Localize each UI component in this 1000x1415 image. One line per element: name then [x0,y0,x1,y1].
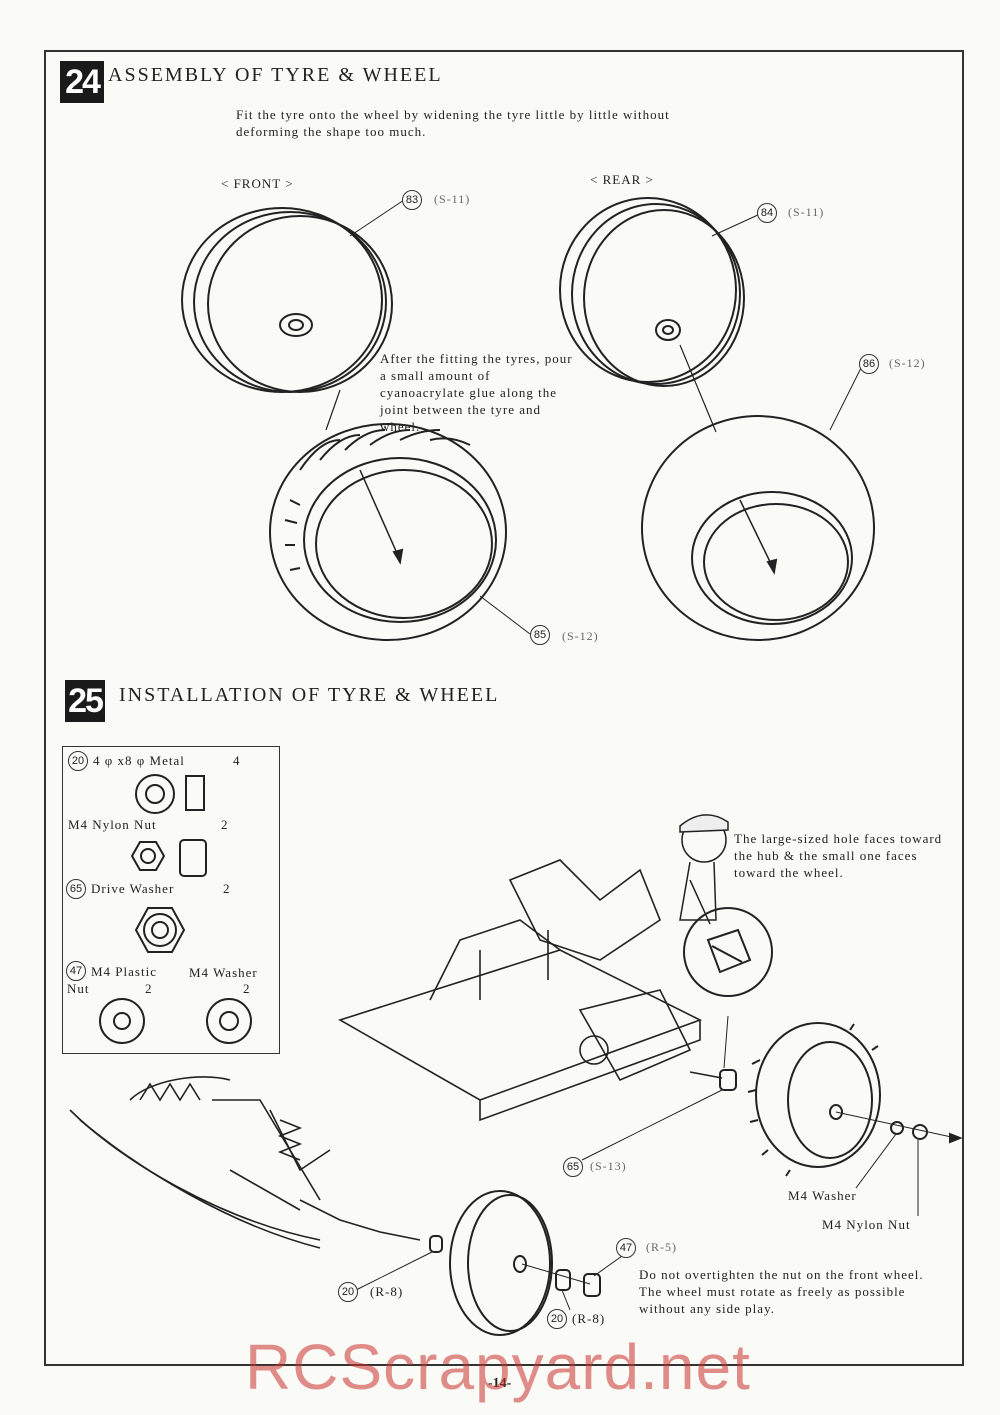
rear-wheel-drawing [559,197,745,387]
part-number-65: 65 [66,879,86,899]
part-ref-84: (S-11) [788,205,825,219]
part-number-20: 20 [68,751,88,771]
callout-20-left: 20 [338,1282,358,1302]
part-name-nylon-nut: M4 Nylon Nut [68,817,157,832]
callout-20-right-ref: (R-8) [572,1311,606,1326]
step-24-instruction: Fit the tyre onto the wheel by widening … [236,107,670,139]
callout-m4-washer: M4 Washer [788,1188,857,1203]
rear-tyre-drawing [641,344,875,641]
page-frame [44,50,964,1366]
part-qty-washer: 2 [243,981,251,996]
part-name-metal: 4 φ x8 φ Metal [93,753,185,768]
part-number-85: 85 [530,625,550,645]
part-ref-86: (S-12) [889,356,926,370]
part-ref-83: (S-11) [434,192,471,206]
binder-hole [950,924,962,946]
step-24-title: ASSEMBLY OF TYRE & WHEEL [108,64,443,86]
part-qty-metal: 4 [233,753,241,768]
part-name-washer: M4 Washer [189,965,258,980]
rear-label: < REAR > [590,172,654,187]
part-name-plastic-nut: M4 Plastic Nut [67,964,157,996]
step-24-number: 24 [60,61,104,103]
part-qty-plastic-nut: 2 [145,981,153,996]
step-25-number: 25 [65,680,105,722]
front-tyre-drawing [269,389,507,641]
part-number-86: 86 [859,354,879,374]
front-label: < FRONT > [221,176,294,191]
callout-47: 47 [616,1238,636,1258]
step-25-title: INSTALLATION OF TYRE & WHEEL [119,684,500,706]
callout-47-ref: (R-5) [646,1240,677,1254]
callout-65-ref: (S-13) [590,1159,627,1173]
page-number: -14- [488,1376,512,1391]
callout-65: 65 [563,1157,583,1177]
watermark: RCScrapyard.net [245,1331,751,1403]
part-number-84: 84 [757,203,777,223]
part-number-47: 47 [66,961,86,981]
part-ref-85: (S-12) [562,629,599,643]
front-wheel-drawing [181,207,393,393]
part-qty-drive-washer: 2 [223,881,231,896]
overtighten-note: Do not overtighten the nut on the front … [639,1267,924,1316]
front-wheel-install-drawing [429,1190,601,1336]
callout-20-right: 20 [547,1309,567,1329]
callout-20-left-ref: (R-8) [370,1284,404,1299]
part-number-83: 83 [402,190,422,210]
part-name-drive-washer: Drive Washer [91,881,175,896]
part-qty-nylon-nut: 2 [221,817,229,832]
binder-hole [950,168,962,190]
parts-icons [99,774,252,1044]
callout-m4-nylon-nut: M4 Nylon Nut [822,1217,911,1232]
glue-note: After the fitting the tyres, pour a smal… [380,351,573,434]
binder-hole [950,548,962,570]
parts-list-box: 20 4 φ x8 φ Metal 4 M4 Nylon Nut 2 65 Dr… [62,746,280,1054]
binder-hole [950,1304,962,1326]
hole-orientation-note: The large-sized hole faces toward the hu… [734,831,943,880]
chassis-drawing [69,859,723,1249]
washer-magnifier [683,907,773,997]
rear-wheel-install-drawing [719,1022,963,1177]
